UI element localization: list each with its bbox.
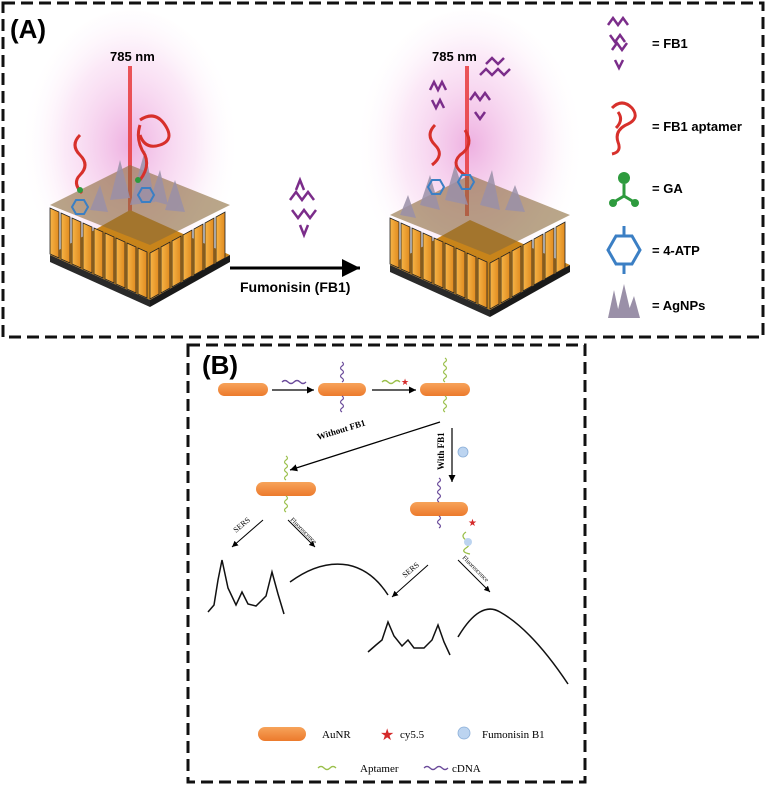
laser-beam-left [128, 66, 132, 226]
substrate-pillar [511, 245, 522, 298]
without-fb1-label: Without FB1 [316, 418, 367, 442]
substrate-pillar [93, 227, 104, 279]
sers-arrow-left [231, 519, 264, 548]
legend-b-fb1: Fumonisin B1 [482, 729, 545, 741]
aunr-step-3 [420, 383, 470, 396]
aunr-step-1 [218, 383, 268, 396]
substrate-pillar [533, 233, 544, 286]
aptamer-strand-icon [317, 765, 337, 771]
fluor-spectrum-left [289, 563, 389, 596]
aptamer-fb1-complex-right [426, 56, 511, 195]
substrate-pillar [215, 211, 226, 264]
legend-a-fb1: = FB1 [652, 36, 688, 51]
substrate-pillar [500, 251, 511, 304]
substrate-pillar [555, 221, 566, 274]
legend-b-cy55: cy5.5 [400, 729, 425, 741]
laser-label-left: 785 nm [110, 49, 155, 64]
legend-a-aptamer: = FB1 aptamer [652, 119, 742, 134]
fb1-bound-aptamer [464, 538, 472, 546]
sers-spectrum-left [207, 559, 285, 615]
substrate-pillar [444, 242, 455, 294]
substrate-pillar [522, 239, 533, 292]
sers-spectrum-right [367, 619, 451, 656]
substrate-pillar [455, 247, 466, 299]
fluor-label-right: Fluorescence [461, 554, 490, 583]
without-fb1-arrow [289, 421, 441, 472]
substrate-pillar [400, 222, 411, 274]
aunr-step-2 [318, 383, 366, 396]
substrate-pillar [171, 235, 182, 288]
substrate-pillar [422, 232, 433, 284]
substrate-pillar [137, 247, 148, 299]
legend-b-aunr: AuNR [322, 729, 351, 741]
aptamer-hybrid-step-3 [442, 357, 448, 413]
agnps-icon [608, 284, 640, 318]
laser-label-right: 785 nm [432, 49, 477, 64]
substrate-pillar [193, 223, 204, 276]
substrate-pillar [104, 232, 115, 284]
substrate-pillar [71, 217, 82, 269]
cy55-star-icon: ★ [380, 727, 394, 744]
substrate-pillar [60, 212, 71, 264]
substrate-pillar [182, 229, 193, 282]
panel-a-label: (A) [10, 14, 46, 44]
substrate-pillar [477, 257, 488, 309]
fb1-particle [457, 446, 469, 458]
aptamer-reagent [381, 379, 401, 385]
substrate-pillar [204, 217, 215, 270]
fb1-molecule-free [289, 176, 317, 239]
substrate-pillar [433, 237, 444, 289]
panel-b-border [186, 343, 587, 784]
legend-b: AuNR ★ cy5.5 Fumonisin B1 Aptamer cDNA [258, 726, 545, 775]
fluor-label-left: Fluorescence [289, 516, 318, 545]
panel-a: (A) 785 nm [1, 1, 765, 339]
fluor-spectrum-right [457, 608, 569, 685]
substrate-pillar [126, 242, 137, 294]
legend-a: = FB1 = FB1 aptamer = GA = 4-ATP [606, 15, 742, 318]
substrate-pillar [149, 247, 160, 300]
legend-a-agnps: = AgNPs [652, 298, 705, 313]
laser-beam-right [465, 66, 469, 216]
cdna-remaining [436, 477, 442, 529]
fumonisin-b1-icon [457, 726, 471, 740]
substrate-pillar [160, 241, 171, 294]
aunr-icon [258, 727, 306, 741]
substrate-pillar [115, 237, 126, 289]
sers-label-right: SERS [401, 560, 421, 579]
with-fb1-label: With FB1 [436, 432, 446, 470]
legend-b-cdna: cDNA [452, 763, 481, 775]
cdna-reagent [281, 379, 307, 385]
substrate-pillar [389, 217, 400, 269]
substrate-pillar [82, 222, 93, 274]
reaction-arrow-label: Fumonisin (FB1) [240, 279, 350, 295]
cdna-bound [339, 361, 345, 413]
aunr-with [410, 502, 468, 516]
atp-molecule-icon [606, 226, 642, 274]
substrate-pillar [544, 227, 555, 280]
fb1-molecule-icon [606, 15, 630, 71]
aptamer-hybrid-without [283, 455, 289, 513]
cy55-reagent-star: ★ [401, 377, 409, 387]
legend-a-atp: = 4-ATP [652, 243, 700, 258]
sers-arrow-right [391, 564, 429, 598]
ga-molecule-icon [609, 172, 639, 207]
cy55-released-star: ★ [468, 518, 477, 529]
fb1-aptamer-icon [610, 101, 637, 156]
legend-b-aptamer: Aptamer [360, 763, 399, 775]
cdna-strand-icon [423, 765, 449, 771]
fluor-arrow-right [457, 559, 491, 593]
panel-b-label: (B) [202, 350, 238, 380]
substrate-pillar [489, 257, 500, 310]
substrate-pillar [411, 227, 422, 279]
substrate-pillar [49, 207, 60, 259]
sers-substrate-left [49, 150, 230, 307]
panel-a-border [1, 1, 765, 339]
legend-a-ga: = GA [652, 181, 683, 196]
aptamer-assembly-left [70, 114, 171, 215]
fluor-arrow-left [287, 519, 316, 548]
substrate-pillar [466, 252, 477, 304]
aunr-without [256, 482, 316, 496]
panel-b: (B) ★ Without FB1 With FB1 SERS Fluoresc… [186, 343, 587, 784]
